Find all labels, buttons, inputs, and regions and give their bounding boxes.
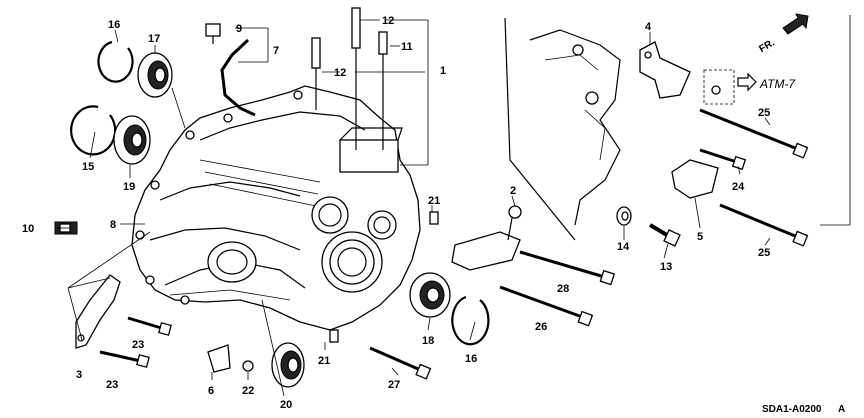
callout-labels: 1 2 3 4 5 6 7 8 9 10 11 12 12 13 14 15 1… [22,15,770,411]
callout-9: 9 [236,23,242,35]
diagram-code-suffix: A [838,404,845,415]
transmission-case-body [131,85,421,331]
breather-tube [220,38,256,117]
callout-11: 11 [401,41,413,53]
callout-21-lower: 21 [318,355,330,367]
sensor-13 [648,223,681,247]
bolt-23-lower [99,350,150,368]
dowel-pin-21-upper [429,211,439,225]
bolt-22 [242,360,254,372]
callout-13: 13 [660,261,672,273]
bracket-4 [639,41,691,99]
bolt-27 [369,346,432,380]
callout-8: 8 [110,219,116,231]
callout-5: 5 [697,231,703,243]
stud-bolts [311,7,388,150]
bracket-6 [207,344,231,373]
front-direction-indicator [782,13,809,35]
tube-clip [205,23,221,44]
callout-26: 26 [535,321,547,333]
detail-divider [504,17,576,241]
leader-lines [56,15,851,397]
atm-reference-label: ATM-7 [759,77,796,91]
callout-10: 10 [22,223,34,235]
callout-12-upper: 12 [382,15,394,27]
bolt-26 [499,285,594,327]
bolt-25-upper [699,108,809,159]
callout-27: 27 [388,379,400,391]
bolt-28 [519,250,616,286]
callout-23-upper: 23 [132,339,144,351]
diagram-code: SDA1-A0200 [762,404,822,415]
bolt-24 [699,148,747,171]
snap-ring-upper [97,40,134,83]
bearing-upper [137,52,173,98]
washer-14 [616,206,632,226]
atm-reference-box [703,69,735,105]
oil-seal-bottom [271,342,305,388]
snap-ring-lower-left [70,105,117,156]
snap-ring-lower-right [451,295,490,346]
oil-seal-left [113,115,151,165]
front-direction-label: FR. [757,37,777,55]
callout-24: 24 [732,181,745,193]
callout-16-upper: 16 [108,19,120,31]
callout-28: 28 [557,283,569,295]
callout-18: 18 [422,335,434,347]
callout-17: 17 [148,33,160,45]
callout-6: 6 [208,385,214,397]
callout-14: 14 [617,241,630,253]
callout-1: 1 [440,65,446,77]
callout-25-upper: 25 [758,107,770,119]
callout-23-lower: 23 [106,379,118,391]
bolt-25-lower [719,203,809,247]
dowel-pin-21-lower [329,329,339,343]
callout-4: 4 [645,21,652,33]
callout-22: 22 [242,385,254,397]
callout-21-upper: 21 [428,195,440,207]
callout-12-lower: 12 [334,67,346,79]
callout-20: 20 [280,399,292,411]
atm-reference-arrow [737,72,757,92]
callout-15: 15 [82,161,94,173]
callout-7: 7 [273,45,279,57]
bracket-3 [75,274,121,349]
bearing-right [409,272,451,318]
callout-2: 2 [510,185,516,197]
callout-3: 3 [76,369,82,381]
callout-16-lower: 16 [465,353,477,365]
bolt-23-upper [127,316,172,336]
case-detail-view [529,29,621,226]
bracket-2 [451,205,522,271]
bracket-5 [671,159,719,199]
callout-19: 19 [123,181,135,193]
callout-25-lower: 25 [758,247,770,259]
